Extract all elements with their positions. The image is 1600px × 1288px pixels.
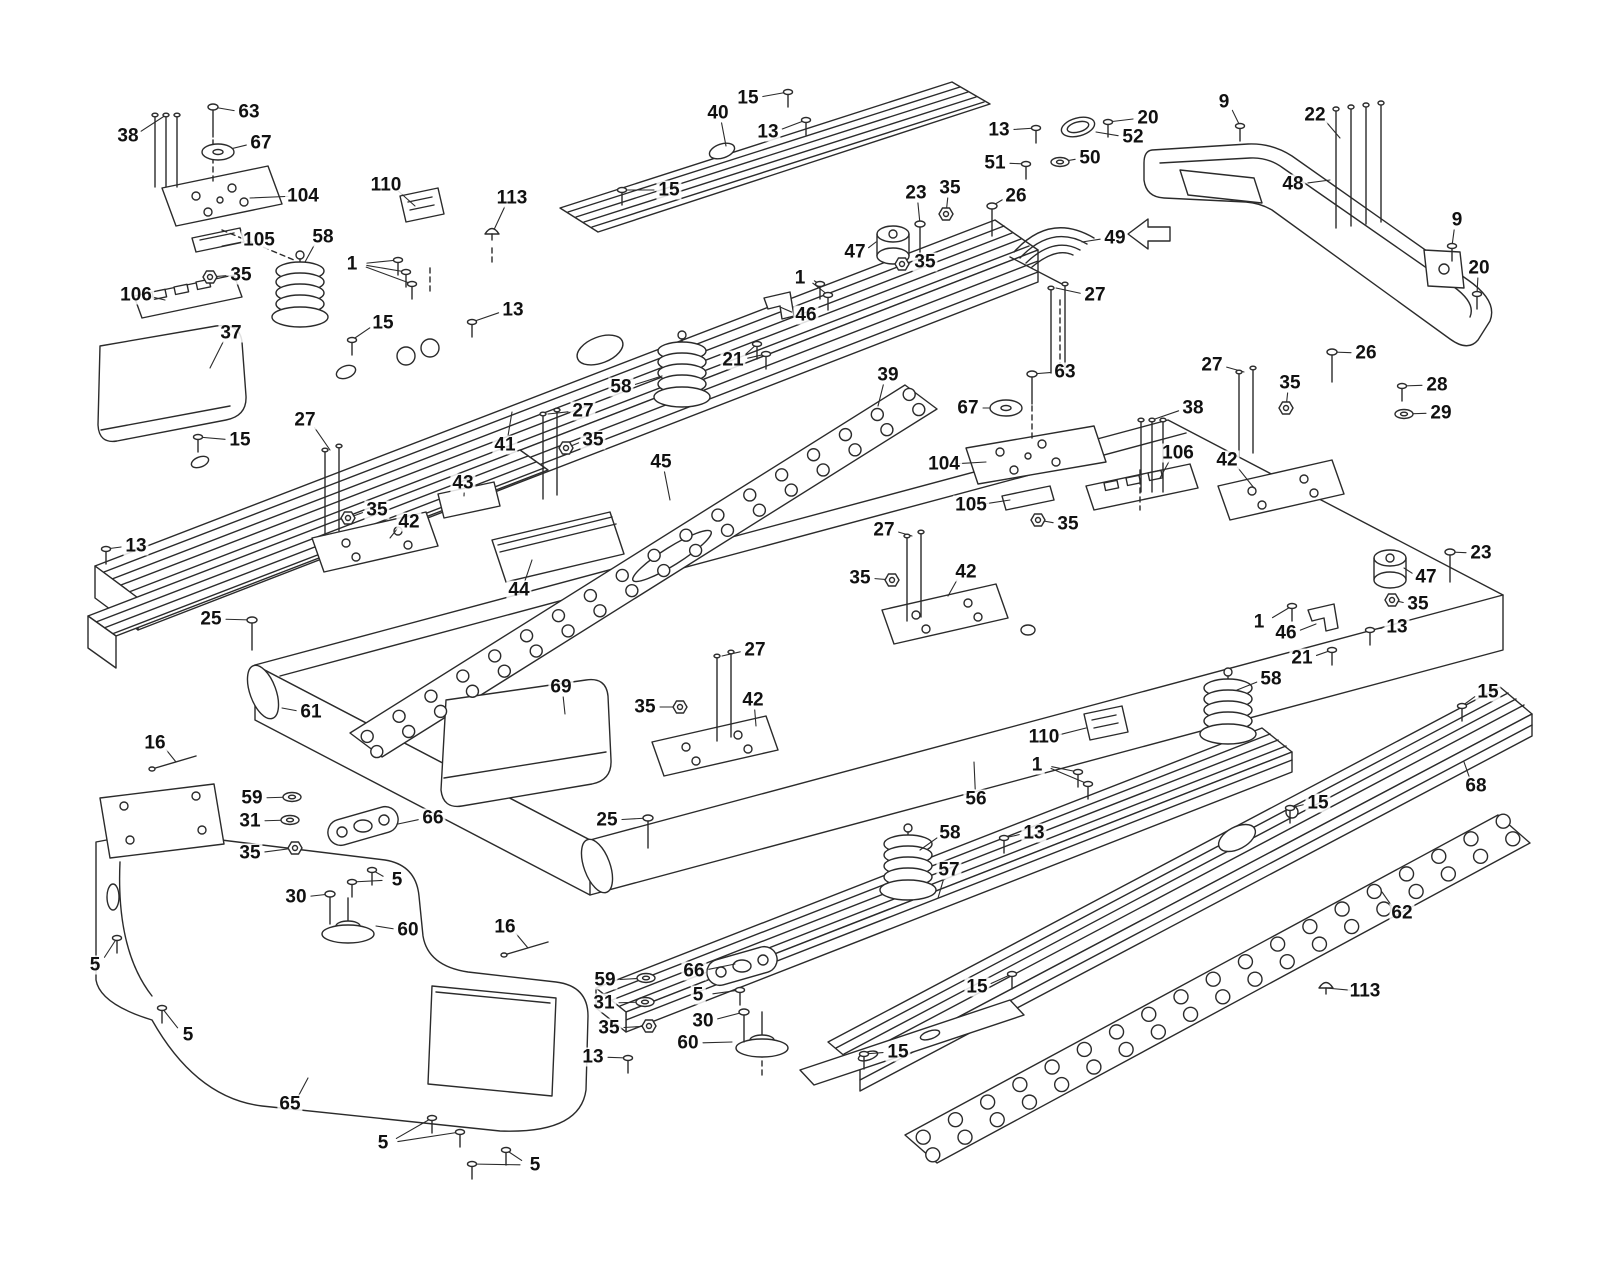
part-bracket-44	[491, 511, 625, 583]
pointer-arrow-49	[1127, 218, 1171, 250]
part-bracket-42-c	[881, 583, 1009, 645]
part-strip-106-right	[1085, 463, 1199, 511]
part-u-bracket-110-right	[1083, 705, 1129, 741]
part-isolator-47-right	[1373, 549, 1407, 589]
part-bracket-42-d	[1217, 459, 1345, 521]
diagram-line-art	[87, 81, 1533, 1180]
part-pins-22	[1332, 100, 1385, 229]
part-plate-104-right	[965, 425, 1107, 485]
hardware-symbols	[100, 88, 1483, 1180]
part-u-bracket-110-left	[399, 187, 445, 223]
part-plate-105-left	[191, 227, 245, 253]
part-plate-104-left	[161, 165, 283, 227]
part-base-65	[95, 783, 589, 1132]
part-bracket-42-b	[651, 715, 779, 777]
part-angle-bracket-46-left	[763, 291, 795, 320]
part-strip-106-left	[133, 274, 243, 319]
part-angle-bracket-46-right	[1307, 603, 1339, 632]
part-coil-49	[1009, 227, 1095, 285]
part-plate-105-right	[1001, 485, 1055, 511]
part-isolator-47-left	[876, 225, 910, 265]
part-cable-loop-52	[1060, 116, 1096, 138]
part-frame-48	[1143, 143, 1493, 347]
part-top-beam-40	[559, 81, 991, 233]
generated-parts	[271, 250, 1521, 1163]
part-cover-37	[97, 324, 247, 443]
part-cover-69	[440, 678, 612, 808]
